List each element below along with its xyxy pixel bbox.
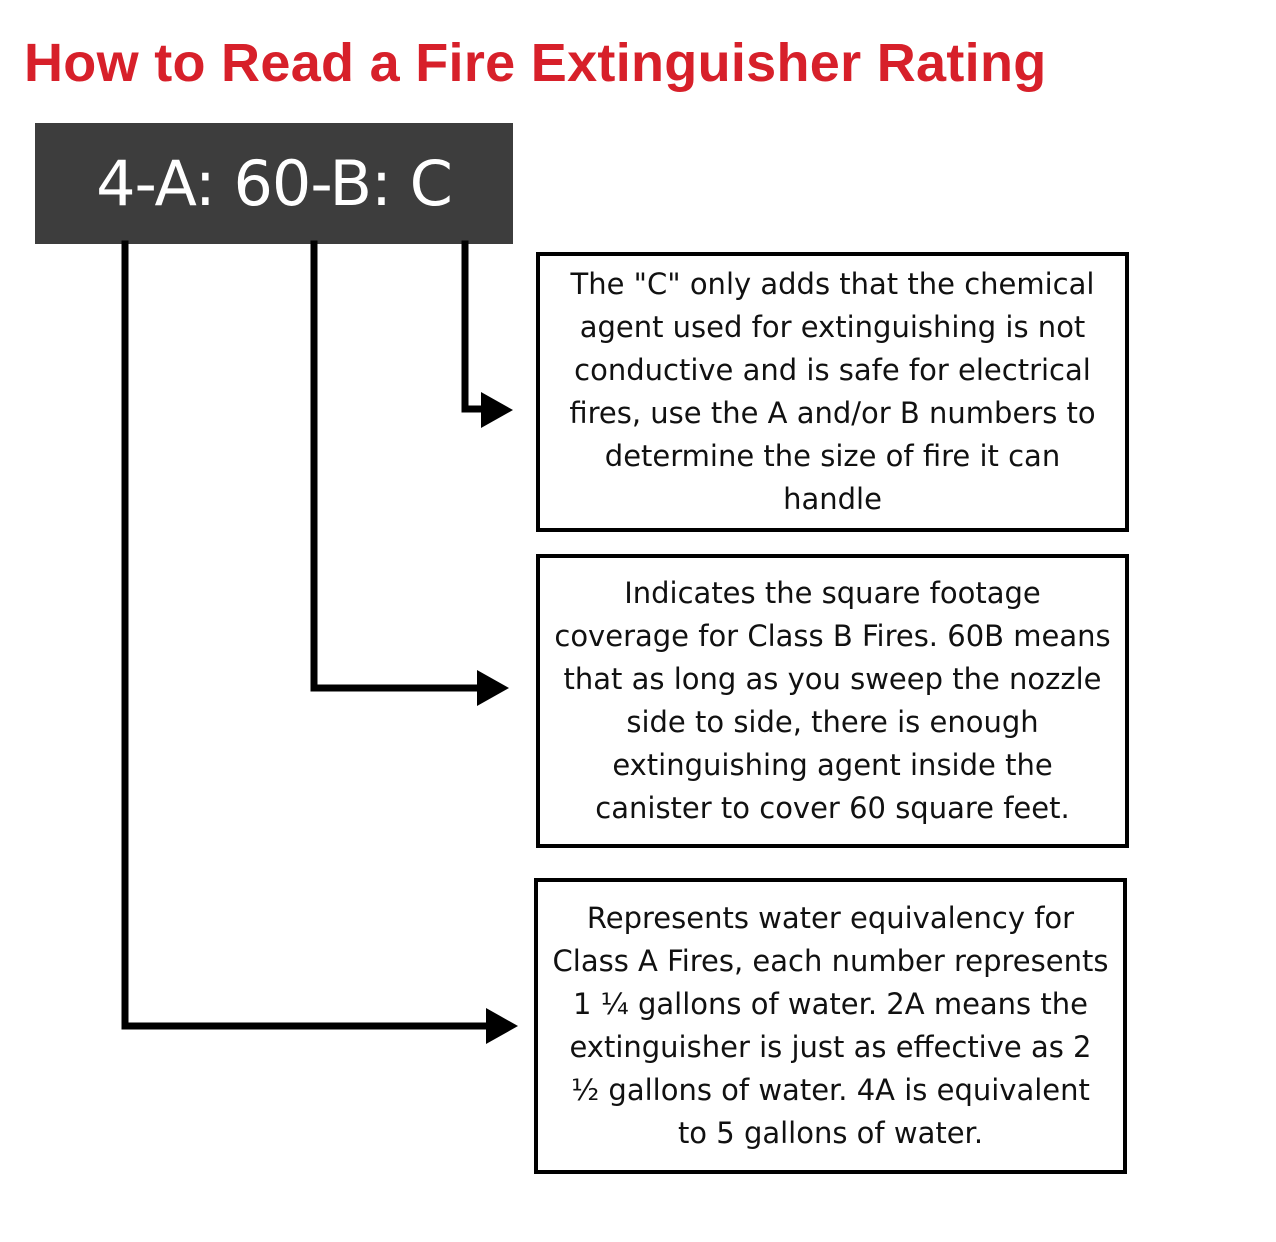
connector-a: [121, 240, 490, 1030]
rating-label: 4-A: 60-B: C: [35, 123, 513, 244]
a-rating-explanation: Represents water equivalency for Class A…: [552, 901, 1109, 1150]
arrowhead-c: [481, 392, 513, 428]
c-rating-explanation-box: The "C" only adds that the chemical agen…: [536, 252, 1129, 532]
arrowhead-a: [486, 1008, 518, 1044]
arrowhead-b: [477, 670, 509, 706]
connector-b: [310, 240, 482, 692]
c-rating-explanation: The "C" only adds that the chemical agen…: [569, 267, 1096, 516]
a-rating-explanation-box: Represents water equivalency for Class A…: [534, 878, 1127, 1174]
b-rating-explanation-box: Indicates the square footage coverage fo…: [536, 554, 1129, 848]
page-title: How to Read a Fire Extinguisher Rating: [24, 33, 1047, 93]
b-rating-explanation: Indicates the square footage coverage fo…: [554, 576, 1111, 825]
connector-c: [461, 240, 485, 413]
